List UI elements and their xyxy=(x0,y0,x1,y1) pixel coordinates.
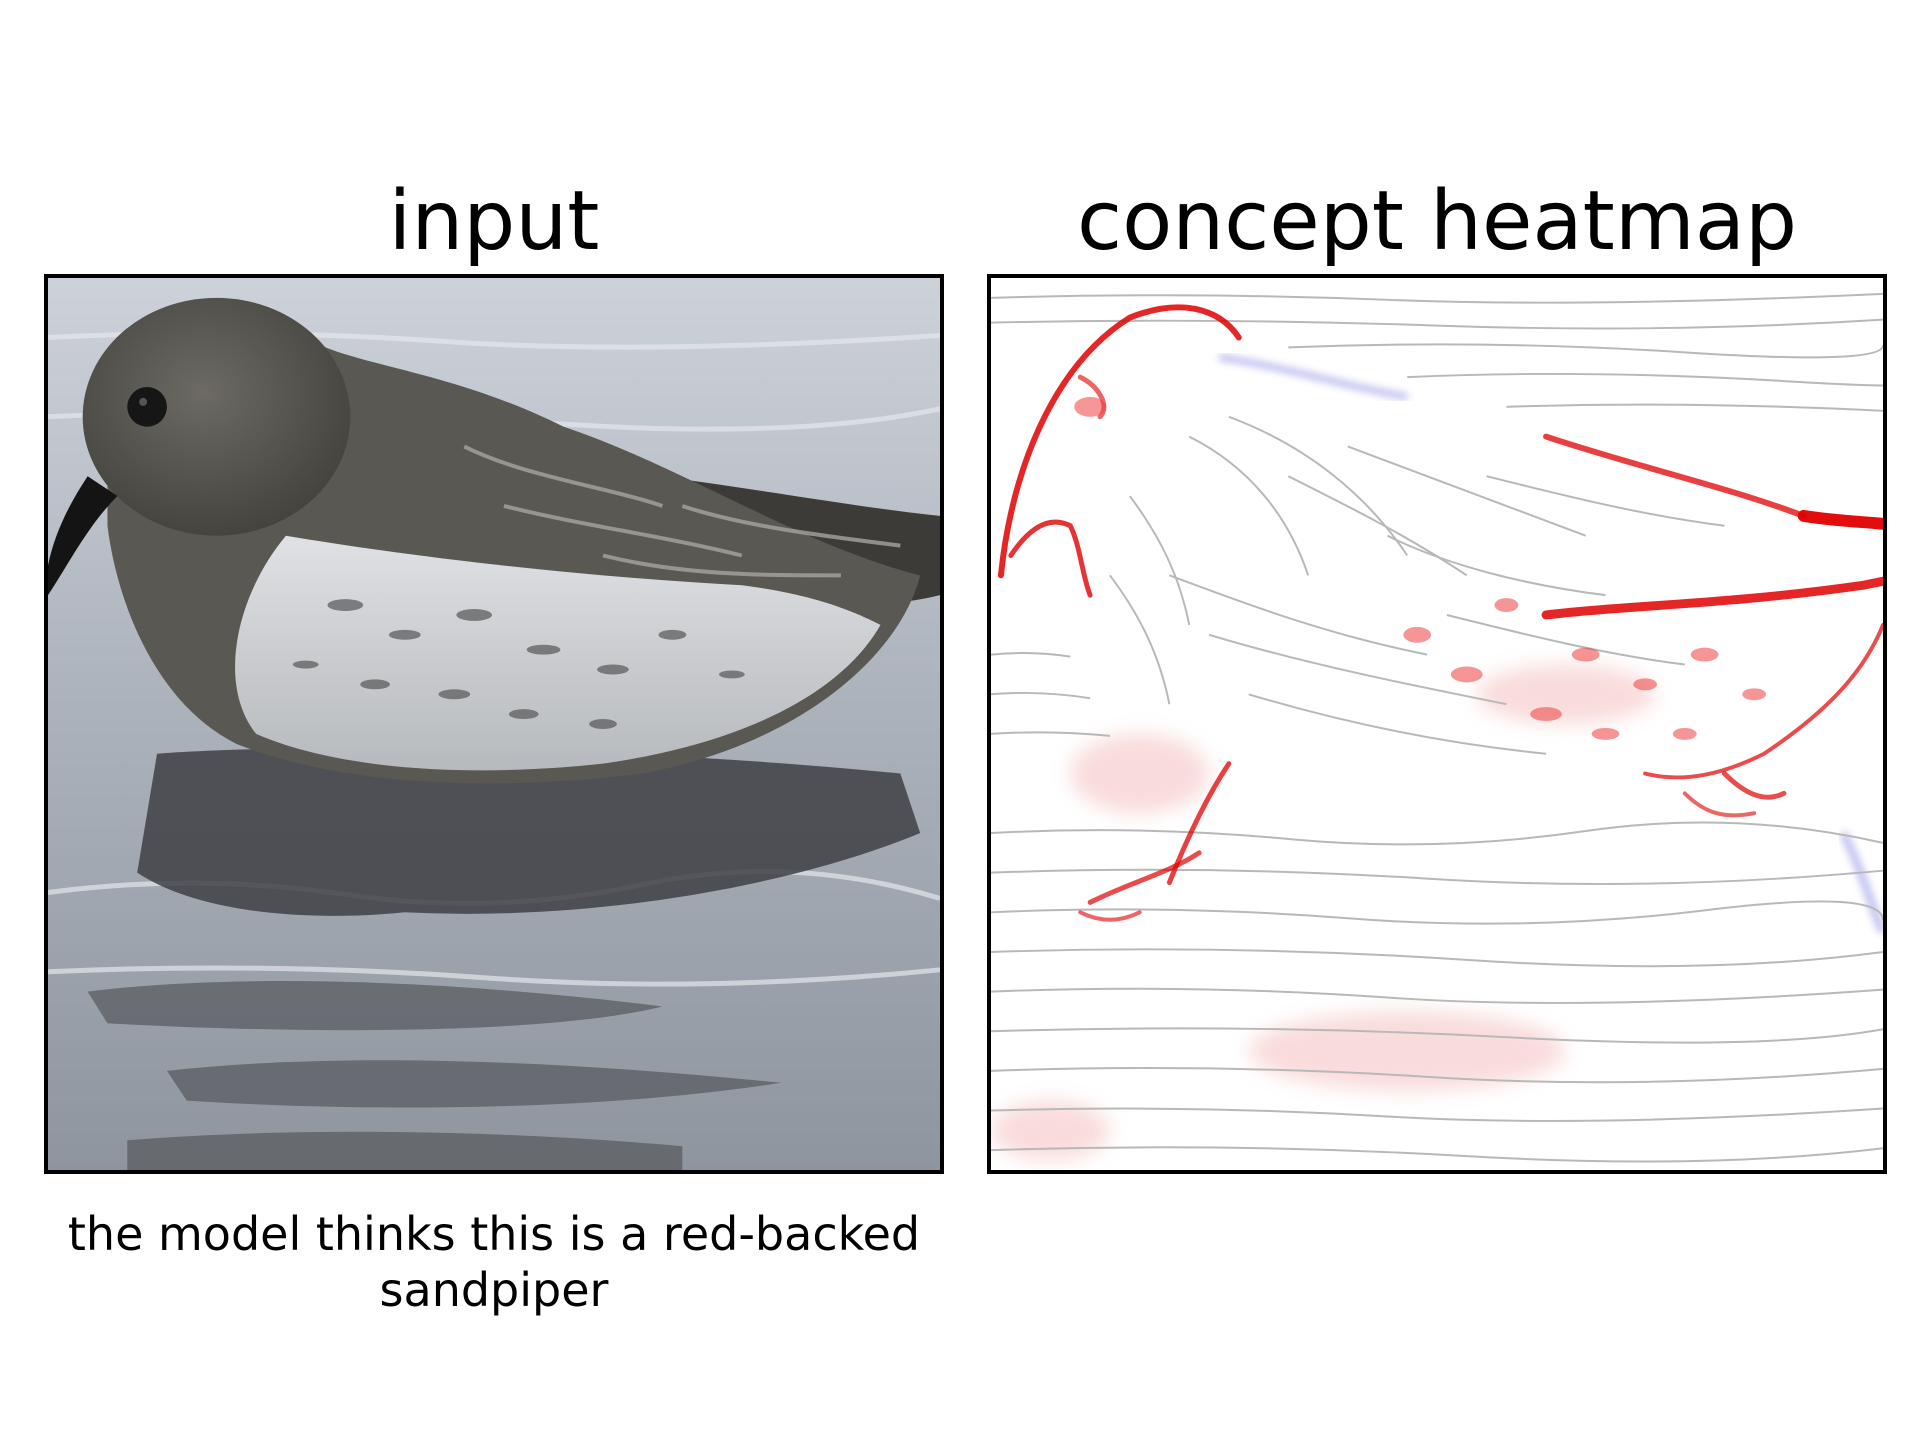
sandpiper-photo xyxy=(48,278,940,1170)
heatmap-panel-title: concept heatmap xyxy=(1076,174,1798,269)
input-panel-title: input xyxy=(388,174,600,269)
heatmap-overlay xyxy=(991,278,1883,1170)
concept-heatmap-image xyxy=(987,274,1887,1174)
model-prediction-caption: the model thinks this is a red-backed sa… xyxy=(67,1207,921,1317)
input-image xyxy=(44,274,944,1174)
